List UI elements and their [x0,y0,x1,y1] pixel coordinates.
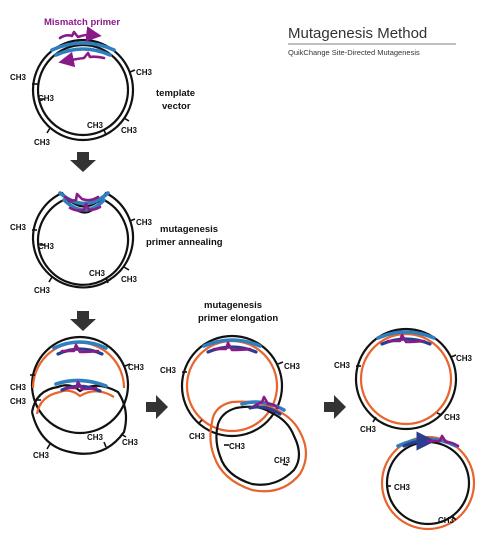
right-arrow-icon [324,395,346,419]
target-region-outer [50,41,116,52]
ch3-mark: CH3 [122,438,139,447]
ch3-mark: CH3 [121,126,138,135]
extended-primer-bottom [426,434,460,448]
ch3-mark: CH3 [334,361,351,370]
ch3-mark: CH3 [87,433,104,442]
ch3-mark: CH3 [189,432,206,441]
ch3-mark: CH3 [456,354,473,363]
elongation-plasmids: CH3 CH3 CH3 CH3 CH3 [160,334,308,493]
ch3-mark: CH3 [34,138,51,147]
step-elongation-label-2: primer elongation [198,313,278,324]
ch3-mark: CH3 [10,397,27,406]
target-region-top [376,330,436,340]
primer-annealing-plasmid: CH3 CH3 CH3 CH3 CH3 CH3 mutagenesis prim… [10,191,223,295]
down-arrow-icon [70,152,96,172]
ch3-mark: CH3 [89,269,106,278]
daughter-plasmids: CH3 CH3 CH3 CH3 CH3 CH3 [334,327,476,531]
annealed-primer-bottom [68,202,102,212]
page-subtitle: QuikChange Site-Directed Mutagenesis [288,48,420,57]
ch3-mark: CH3 [10,383,27,392]
mismatch-primer-label: Mismatch primer [44,17,120,28]
ch3-mark: CH3 [136,68,153,77]
plasmid-outer-strand [31,38,135,142]
mismatch-primer-bottom [58,51,106,68]
extended-primer-bottom [64,380,98,391]
target-region-outer [202,338,262,348]
step-template-label-2: vector [162,101,191,112]
ch3-mark: CH3 [128,363,145,372]
ch3-mark: CH3 [136,218,153,227]
step-annealing-label-1: mutagenesis [160,224,218,235]
ch3-mark: CH3 [33,451,50,460]
target-region-outer [52,340,108,350]
new-strand-top [359,332,453,426]
extended-primer-top [212,341,252,352]
mutated-region-outer [206,345,258,354]
extended-primer-top [386,333,426,344]
mutated-region-bottom [402,431,436,451]
mutated-region-top [380,337,432,346]
ch3-mark: CH3 [274,456,291,465]
ch3-mark: CH3 [438,516,455,525]
plasmid-inner-strand [36,197,130,286]
extended-primer-lower [252,395,280,410]
new-strand-outer [185,339,279,433]
template-strand-top [354,327,458,431]
annealed-primer-top [63,192,100,202]
ch3-mark: CH3 [38,94,55,103]
page-title: Mutagenesis Method [288,25,427,42]
new-strand-inner [35,389,115,415]
ch3-mark: CH3 [229,442,246,451]
ch3-mark: CH3 [87,121,104,130]
template-vector-plasmid: Mismatch primer CH3 CH3 CH3 CH3 CH3 CH3 … [10,17,195,147]
plasmid-outer-strand [31,191,135,289]
right-arrow-icon [146,395,168,419]
ch3-mark: CH3 [394,483,411,492]
mutated-region-lower [248,405,282,416]
mismatch-primer-top [58,26,102,42]
mutated-region-outer [56,347,104,356]
ch3-mark: CH3 [38,242,55,251]
ch3-mark: CH3 [160,366,177,375]
down-arrow-icon [70,311,96,331]
step-template-label-1: template [156,88,195,99]
ch3-mark: CH3 [444,413,461,422]
template-strand-lower [215,405,301,486]
step-elongation-label-1: mutagenesis [204,300,262,311]
displaced-template-strand [30,384,128,455]
plasmid-inner-strand [36,43,130,137]
template-strand-outer [180,334,284,438]
ch3-mark: CH3 [121,275,138,284]
ch3-mark: CH3 [284,362,301,371]
extended-primer-top [60,343,100,354]
target-region-inner [54,378,108,388]
ch3-mark: CH3 [360,425,377,434]
separated-strands-plasmid: CH3 CH3 CH3 CH3 CH3 CH3 [10,335,145,460]
step-annealing-label-2: primer annealing [146,237,223,248]
ch3-mark: CH3 [10,73,27,82]
ch3-mark: CH3 [34,286,51,295]
ch3-mark: CH3 [10,223,27,232]
new-strand-lower [209,400,308,493]
